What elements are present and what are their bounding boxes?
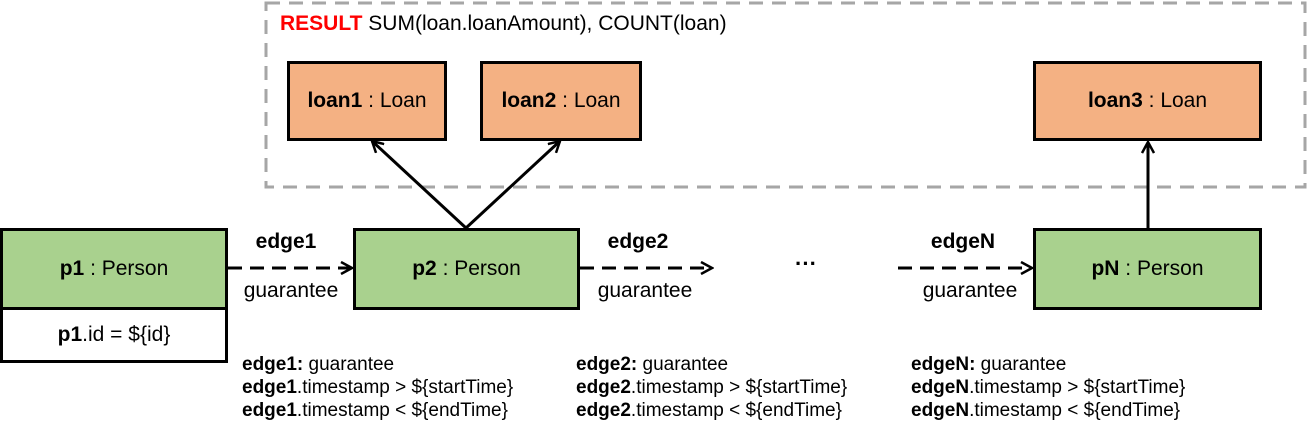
result-keyword: RESULT [280,12,363,35]
loan1-node[interactable]: loan1 : Loan [287,61,447,141]
pN-name: pN [1091,257,1120,280]
p2-to-loan1-arrow [372,141,468,230]
edge2-conditions: edge2: guarantee edge2.timestamp > ${sta… [576,353,847,422]
edge1-name: edge1 [255,230,317,253]
loan2-type: : Loan [556,89,621,112]
loan1-name: loan1 [307,89,363,112]
p1-condition-box: p1.id = ${id} [0,307,228,363]
p2-name: p2 [412,257,437,280]
condition-line: edgeN.timestamp < ${endTime} [911,400,1181,421]
p2-to-loan2-arrow [464,141,560,230]
condition-line: edge1.timestamp < ${endTime} [242,400,508,421]
edgeN-conditions: edgeN: guarantee edgeN.timestamp > ${sta… [911,353,1185,422]
pN-type: : Person [1119,257,1204,280]
p2-type: : Person [436,257,521,280]
result-label: RESULT SUM(loan.loanAmount), COUNT(loan) [280,12,727,36]
p1-condition-var: p1 [57,323,83,346]
p1-type: : Person [84,257,169,280]
condition-line: edgeN.timestamp > ${startTime} [911,377,1186,398]
loan3-name: loan3 [1087,89,1143,112]
edge1-type: guarantee [243,279,339,302]
loan2-name: loan2 [501,89,557,112]
loan2-node[interactable]: loan2 : Loan [480,61,642,141]
condition-line: edge1.timestamp > ${startTime} [242,377,514,398]
condition-line: edgeN: guarantee [911,354,1067,375]
p1-node[interactable]: p1 : Person [0,228,228,310]
condition-line: edge2.timestamp > ${startTime} [576,377,848,398]
p2-node[interactable]: p2 : Person [353,228,580,310]
result-expression: SUM(loan.loanAmount), COUNT(loan) [368,12,727,35]
edge2-name: edge2 [607,230,669,253]
condition-line: edge2.timestamp < ${endTime} [576,400,842,421]
edge1-conditions: edge1: guarantee edge1.timestamp > ${sta… [242,353,513,422]
pN-node[interactable]: pN : Person [1033,228,1262,310]
result-dashed-box [264,1,1307,189]
edge2-type: guarantee [597,279,693,302]
loan3-type: : Loan [1142,89,1208,112]
p1-condition-text: .id = ${id} [82,323,171,346]
edgeN-type: guarantee [922,279,1018,302]
p1-name: p1 [59,257,85,280]
condition-line: edge1: guarantee [242,354,395,375]
loan3-node[interactable]: loan3 : Loan [1033,61,1262,141]
ellipsis: ··· [795,251,817,276]
edgeN-name: edgeN [930,230,996,253]
loan1-type: : Loan [362,89,427,112]
condition-line: edge2: guarantee [576,354,729,375]
